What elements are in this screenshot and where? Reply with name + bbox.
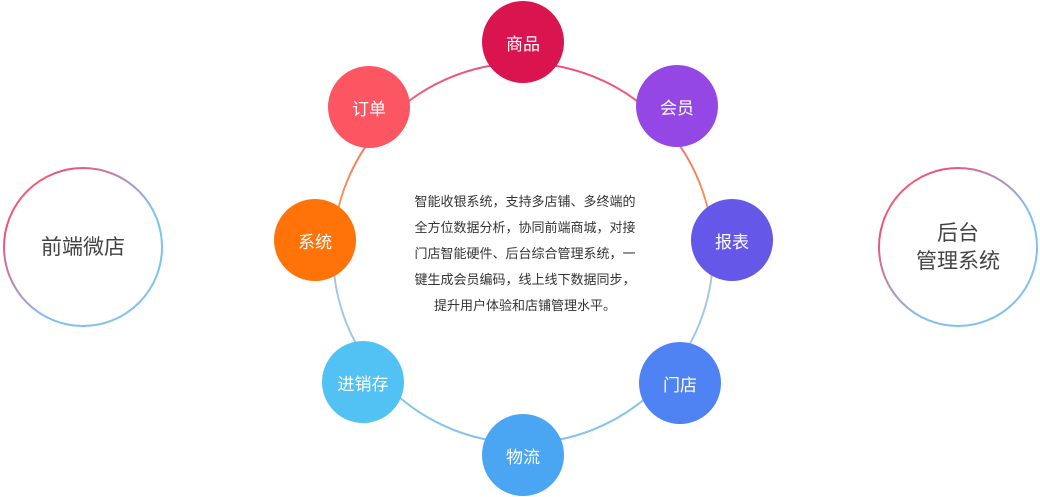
right-ring-label: 后台 管理系统	[879, 168, 1037, 326]
node-products: 商品	[482, 1, 564, 83]
node-inventory: 进销存	[322, 341, 404, 423]
center-line-3: 门店智能硬件、后台综合管理系统，一	[414, 247, 636, 262]
node-label: 报表	[715, 232, 749, 253]
node-stores: 门店	[639, 342, 721, 424]
left-ring-text: 前端微店	[41, 235, 125, 259]
node-label: 门店	[663, 375, 697, 396]
node-label: 商品	[506, 34, 540, 55]
node-reports: 报表	[691, 199, 773, 281]
node-label: 进销存	[337, 374, 389, 395]
node-label: 会员	[660, 98, 694, 119]
center-line-1: 智能收银系统，支持多店铺、多终端的	[414, 195, 636, 210]
node-orders: 订单	[328, 66, 410, 148]
center-line-5: 提升用户体验和店铺管理水平。	[433, 299, 616, 314]
left-ring-label: 前端微店	[4, 168, 162, 326]
right-ring-line1: 后台	[937, 221, 979, 245]
node-label: 物流	[506, 447, 540, 468]
left-ring	[3, 167, 163, 327]
center-line-4: 键生成会员编码，线上线下数据同步，	[414, 273, 636, 288]
node-members: 会员	[636, 65, 718, 147]
node-system: 系统	[274, 199, 356, 281]
center-line-2: 全方位数据分析，协同前端商城，对接	[414, 221, 636, 236]
center-description: 智能收银系统，支持多店铺、多终端的 全方位数据分析，协同前端商城，对接 门店智能…	[395, 190, 655, 320]
node-logistics: 物流	[482, 414, 564, 496]
right-ring	[878, 167, 1038, 327]
right-ring-line2: 管理系统	[916, 249, 1000, 273]
node-label: 系统	[298, 232, 332, 253]
node-label: 订单	[352, 99, 386, 120]
